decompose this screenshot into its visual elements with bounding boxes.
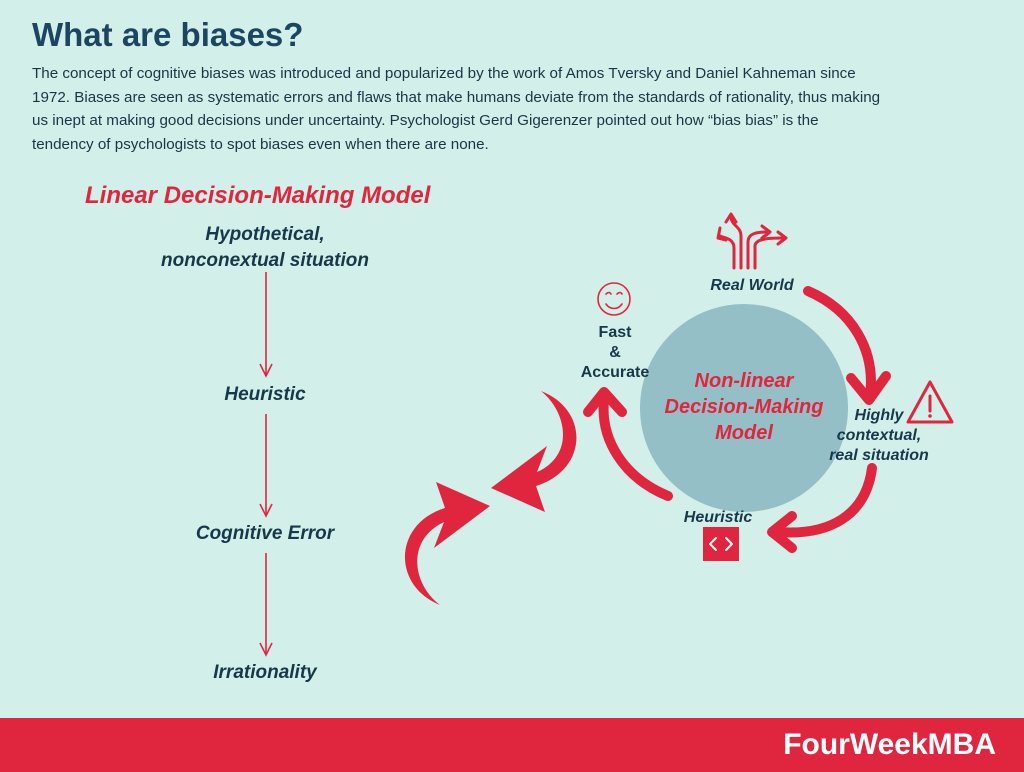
fast-accurate-label: Fast & Accurate — [580, 324, 650, 381]
linear-step-situation: Hypothetical, nonconextual situation — [161, 224, 369, 271]
linear-step-irrationality: Irrationality — [213, 662, 317, 683]
real-world-label: Real World — [710, 277, 794, 294]
cycle-arrows — [583, 286, 891, 553]
nonlinear-model-label: Non-linear Decision-Making Model — [664, 370, 824, 444]
linear-connector-3 — [259, 553, 273, 657]
warning-triangle-icon — [906, 380, 954, 424]
page-title: What are biases? — [32, 16, 304, 53]
brand-logo: FourWeekMBA — [783, 728, 996, 761]
heuristic-label: Heuristic — [683, 509, 753, 526]
linear-connector-2 — [259, 414, 273, 518]
linear-model-title: Linear Decision-Making Model — [85, 182, 431, 209]
footer-bar: FourWeekMBA — [0, 718, 1024, 772]
nonlinear-center-circle — [640, 304, 848, 512]
curved-swap-arrows-icon — [404, 391, 577, 605]
branching-arrows-icon — [716, 212, 788, 270]
code-brackets-icon — [703, 527, 739, 561]
intro-paragraph: The concept of cognitive biases was intr… — [32, 65, 881, 153]
linear-step-heuristic: Heuristic — [224, 384, 306, 405]
linear-step-cognitive-error: Cognitive Error — [195, 523, 335, 544]
highly-contextual-label: Highly contextual, real situation — [829, 407, 929, 464]
smiley-face-icon — [597, 282, 631, 316]
linear-connector-1 — [259, 272, 273, 378]
